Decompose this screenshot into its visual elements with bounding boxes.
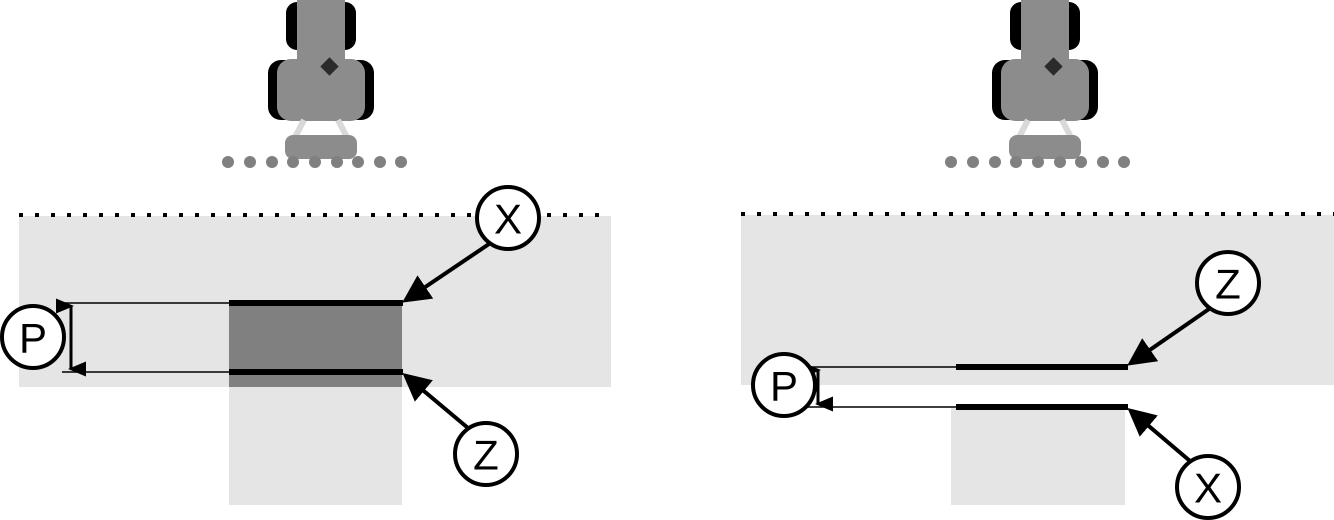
callout-x-leader-left xyxy=(402,242,491,303)
implement xyxy=(1009,135,1081,159)
callout-x-label-right: X xyxy=(1194,465,1222,512)
marker-diamond-icon xyxy=(1044,57,1063,76)
callout-x-label-left: X xyxy=(494,196,522,243)
dimension-p-label-right: P xyxy=(770,363,798,410)
tractor-cab xyxy=(1021,0,1069,70)
tractor-front-view-left xyxy=(268,0,374,159)
dimension-p-circle-left xyxy=(0,304,66,370)
surface-dots-left xyxy=(222,156,407,168)
soil-sublayer-left xyxy=(229,387,402,505)
dimension-p-circle-right xyxy=(751,352,817,418)
left-panel: P X Z xyxy=(0,0,611,505)
callout-z-leader-right xyxy=(1127,307,1211,366)
callout-z-leader-left xyxy=(402,373,470,430)
right-panel: P Z X xyxy=(741,0,1334,520)
callout-z-left[interactable]: Z xyxy=(402,373,519,487)
tractor-cab xyxy=(297,0,345,70)
callout-z-circle-left xyxy=(453,421,519,487)
callout-z-label-left: Z xyxy=(473,432,499,479)
tractor-front-view-right xyxy=(992,0,1098,159)
tractor-body xyxy=(277,59,365,121)
implement xyxy=(285,135,357,159)
callout-z-right[interactable]: Z xyxy=(1127,250,1261,366)
callout-x-circle-right xyxy=(1175,454,1241,520)
callout-z-label-right: Z xyxy=(1215,261,1241,308)
callout-z-circle-right xyxy=(1195,250,1261,316)
callout-x-right[interactable]: X xyxy=(1127,407,1241,520)
soil-sublayer-right xyxy=(951,407,1125,505)
surface-dots-right xyxy=(945,156,1130,168)
dimension-p-right[interactable]: P xyxy=(751,352,817,418)
callout-x-circle-left xyxy=(475,185,541,251)
callout-x-left[interactable]: X xyxy=(402,185,541,303)
dimension-p-label-left: P xyxy=(19,315,47,362)
dimension-p-left[interactable]: P xyxy=(0,304,66,370)
tractor-body xyxy=(1001,59,1089,121)
callout-x-leader-right xyxy=(1127,407,1192,463)
marker-diamond-icon xyxy=(320,57,339,76)
